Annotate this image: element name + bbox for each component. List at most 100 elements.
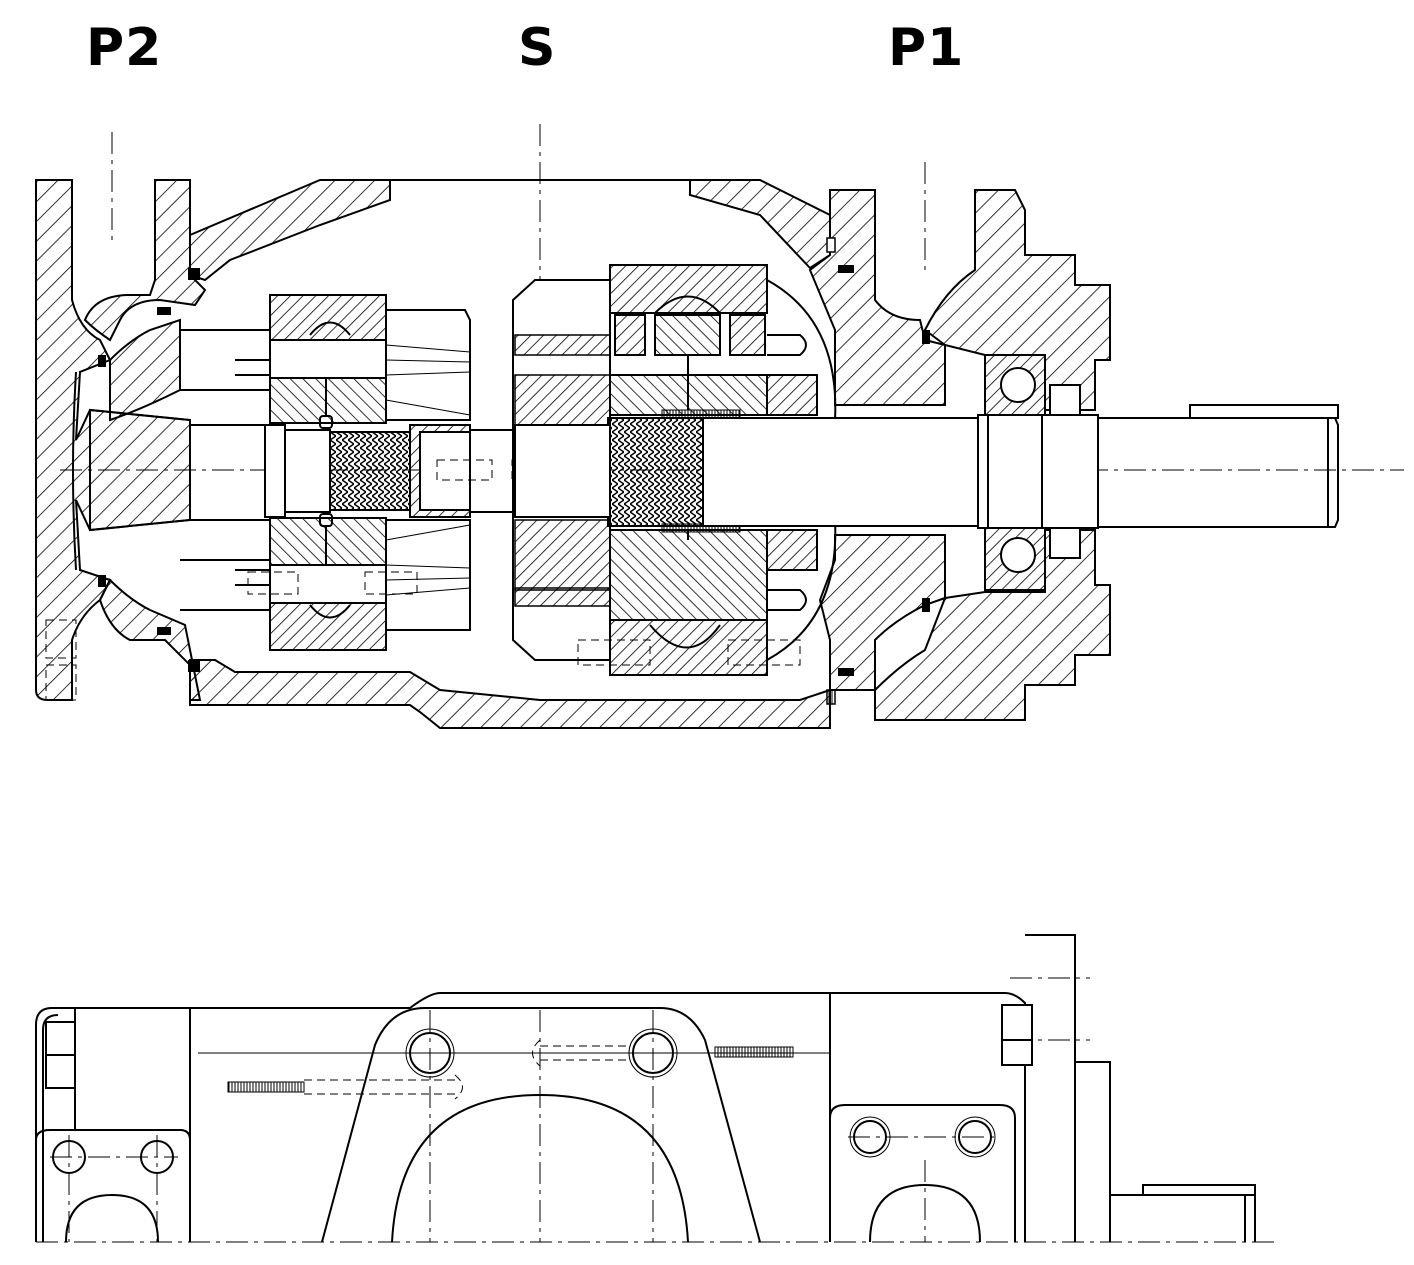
stud-right-hidden (540, 1045, 630, 1061)
stud-left-tip (454, 1074, 463, 1100)
stud-left-hidden (304, 1079, 455, 1095)
o-ring (188, 660, 200, 672)
p2-side-plate-top (386, 309, 471, 421)
bolt-head (826, 237, 836, 253)
p2-cam-ring-top (269, 294, 387, 341)
hidden-pin (364, 571, 418, 595)
p2-pin-bores (235, 359, 270, 586)
mounting-flange (1025, 934, 1076, 1242)
body-outline (35, 992, 831, 1242)
p1-cam-ring-top (609, 264, 768, 314)
left-end-cover-inner (109, 318, 181, 422)
p1-ring-pocket-top (654, 295, 721, 314)
middle-housing-top (189, 179, 391, 282)
hidden-bolt (45, 619, 77, 659)
s-plate-bottom-2 (514, 587, 611, 607)
threaded-stud-left (227, 1081, 305, 1093)
seal-bottom (1049, 527, 1081, 559)
left-end-cover-upper (83, 179, 207, 342)
p2-shaft-collar (264, 424, 286, 518)
right-end-cover-top (923, 189, 1111, 411)
shaft-stub (1110, 1184, 1256, 1242)
p1-housing-curves (766, 279, 837, 661)
p1-side-plate-bottom (766, 529, 818, 571)
p1-side-passage-bottom (767, 589, 807, 611)
p2-ring-pocket-top (309, 321, 351, 336)
p1-side-plate-top (766, 374, 818, 416)
hidden-pocket (577, 639, 651, 666)
hidden-pocket (727, 639, 801, 666)
p2-shaft-body (284, 429, 331, 513)
threaded-stud-right (714, 1046, 794, 1058)
o-ring (157, 627, 171, 635)
p1-vane-slot-1 (614, 314, 646, 356)
stud-right-tip (532, 1039, 541, 1067)
suction-flange-hole-2 (632, 1032, 674, 1074)
pilot-boss (1075, 1061, 1111, 1242)
p2-ring-pocket-bottom (309, 604, 351, 619)
o-ring (98, 575, 106, 587)
right-end-cover (808, 189, 946, 406)
p2-flow-lines-bottom (385, 524, 471, 596)
suction-flange (321, 1007, 761, 1243)
p1-snap-ring-bottom (661, 523, 741, 533)
p1-shaft-inner (514, 424, 611, 518)
coupling-bore (419, 431, 471, 511)
right-end-body (1004, 992, 1026, 1242)
left-end-cover-lower-inner (98, 578, 202, 701)
p2-cam-ring-bottom (269, 599, 387, 651)
shaft-key (1189, 404, 1339, 419)
p1-rotor-bottom (609, 529, 768, 621)
hex-bolt-left (45, 1021, 76, 1089)
side-elevation-view (35, 934, 1280, 1243)
o-ring (838, 265, 854, 273)
p1-vane-slot-2 (654, 314, 721, 356)
suction-flange-hole-1 (409, 1032, 451, 1074)
drive-shaft (702, 417, 979, 527)
p1-spline (607, 417, 704, 527)
left-port-opening (65, 1193, 159, 1243)
o-ring (838, 668, 854, 676)
shaft-extension (1097, 417, 1339, 528)
right-port-opening (869, 1183, 981, 1243)
p1-side-passage-top (767, 334, 807, 356)
port-label-p1: P1 (888, 18, 965, 78)
s-plate-top-2 (514, 374, 611, 426)
p2-side-plate-bottom (386, 519, 471, 631)
p2-flow-lines-top (385, 344, 471, 416)
right-port-flange (829, 1104, 1016, 1242)
hidden-pin (247, 571, 299, 595)
hidden-bolt (45, 664, 77, 701)
shaft-bearing-journal (977, 414, 1099, 529)
o-ring (922, 598, 930, 612)
bearing-ball-bottom (1000, 537, 1036, 573)
hex-bolt-right (1001, 1004, 1033, 1066)
hidden-bore-p2 (436, 459, 493, 481)
p1-vane-slot-3 (729, 314, 766, 356)
sectional-view (35, 124, 1404, 729)
right-end-cover-bottom-right (874, 529, 1111, 721)
o-ring (98, 355, 106, 367)
o-ring (922, 330, 930, 344)
o-ring (188, 268, 200, 280)
p2-housing-passages (180, 329, 270, 611)
p2-vane-bottom (269, 564, 387, 604)
bearing-ball-top (1000, 367, 1036, 403)
port-label-s: S (518, 18, 557, 78)
port-label-p2: P2 (86, 18, 163, 78)
bolt-head (826, 689, 836, 705)
seal-top (1049, 384, 1081, 416)
cover-recess (72, 371, 77, 571)
o-ring (157, 307, 171, 315)
middle-housing-top-right (689, 179, 831, 270)
middle-housing-bottom (189, 659, 831, 729)
s-plate-bottom-1 (514, 519, 611, 591)
s-plate-top-1 (514, 334, 611, 356)
p1-ring-pocket-bottom (649, 624, 721, 649)
p1-snap-ring-top (661, 409, 741, 419)
body-outline-inner (42, 1014, 59, 1242)
p2-spline (329, 431, 411, 511)
p2-vane-top (269, 339, 387, 379)
